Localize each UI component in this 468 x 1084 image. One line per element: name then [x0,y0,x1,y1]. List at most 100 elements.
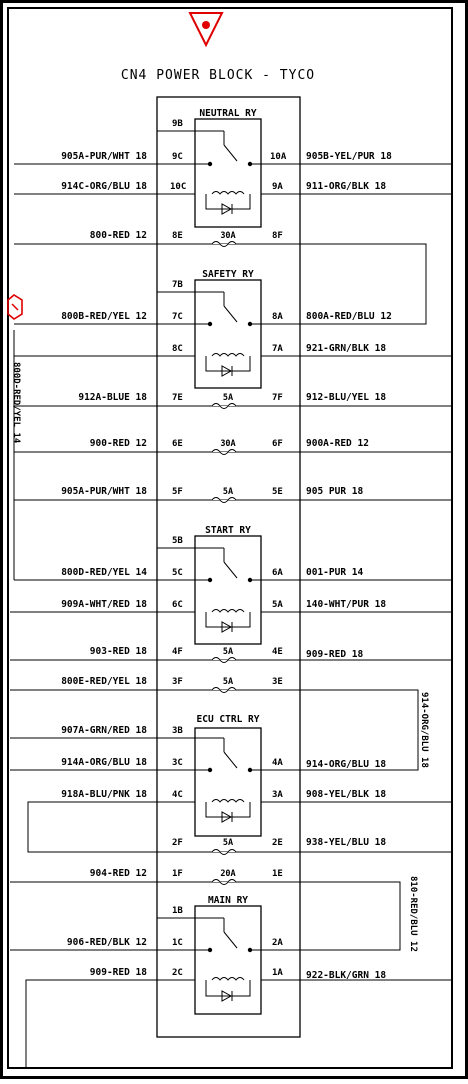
right-wiring [300,163,452,981]
pin-label: 9B [172,119,183,129]
wire-label: 800E-RED/YEL 18 [61,676,147,687]
pin-label: 6C [172,600,183,610]
left-wire-labels: 905A-PUR/WHT 18 914C-ORG/BLU 18 800-RED … [61,151,147,978]
wire-label: 905A-PUR/WHT 18 [61,151,147,162]
fuse-3: 5A 3F 3E [157,677,300,693]
pin-label: 8C [172,344,183,354]
fuse-4: 5A 4F 4E [157,647,300,663]
pin-label: 1F [172,869,183,879]
wire-label: 914C-ORG/BLU 18 [61,181,147,192]
wire-label: 800D-RED/YEL 14 [61,567,147,578]
pin-label: 1A [272,968,283,978]
safety-relay: SAFETY RY 7B 7C 8A 8C 7A [157,269,300,389]
pin-label: 4E [272,647,283,657]
power-block-outline [156,96,301,1038]
wire-label: 900A-RED 12 [306,438,369,449]
pin-label: 7B [172,280,183,290]
wire-label: 800-RED 12 [90,230,147,241]
pin-label: 10A [270,152,287,162]
wire-label: 909-RED 18 [90,967,147,978]
left-wiring [10,163,157,1068]
wire-label: 911-ORG/BLK 18 [306,181,386,192]
pin-label: 1C [172,938,183,948]
wire-label: 904-RED 12 [90,868,147,879]
pin-label: 5E [272,487,283,497]
wire-label: 905A-PUR/WHT 18 [61,486,147,497]
wire-label: 906-RED/BLK 12 [67,937,147,948]
wire-label: 800B-RED/YEL 12 [61,311,147,322]
neutral-relay: NEUTRAL RY 9B 9C 10C 10A 9A [157,108,300,228]
relay-label: MAIN RY [208,895,248,906]
vertical-wire-label: 914-ORG/BLU 18 [419,692,429,768]
wire-label: 001-PUR 14 [306,567,363,578]
wire-label: 909A-WHT/RED 18 [61,599,147,610]
wire-label: 905B-YEL/PUR 18 [306,151,392,162]
fuse-rating: 5A [223,838,233,848]
wire-label: 922-BLK/GRN 18 [306,970,386,981]
wire-label: 907A-GRN/RED 18 [61,725,147,736]
pin-label: 6F [272,439,283,449]
pin-label: 9A [272,182,283,192]
pin-label: 6A [272,568,283,578]
pin-label: 5B [172,536,183,546]
fuse-5: 5A 5F 5E [157,487,300,503]
start-relay: START RY 5B 5C 6A 6C 5A [157,525,300,645]
wire-label: 900-RED 12 [90,438,147,449]
fuse-rating: 5A [223,647,233,657]
pin-label: 2E [272,838,283,848]
pin-label: 9C [172,152,183,162]
fuse-6: 30A 6E 6F [157,439,300,455]
wire-label: 909-RED 18 [306,649,363,660]
pin-label: 3F [172,677,183,687]
wire-label: 938-YEL/BLU 18 [306,837,386,848]
pin-label: 3E [272,677,283,687]
pin-label: 2A [272,938,283,948]
wire-label: 918A-BLU/PNK 18 [61,789,147,800]
diagram-title: CN4 POWER BLOCK - TYCO [121,68,315,83]
relay-label: SAFETY RY [202,269,254,280]
fuse-rating: 5A [223,393,233,403]
fuse-2: 5A 2F 2E [157,838,300,855]
relay-label: NEUTRAL RY [199,108,256,119]
wire-label: 912A-BLUE 18 [78,392,147,403]
wire-label: 914A-ORG/BLU 18 [61,757,147,768]
pin-label: 4F [172,647,183,657]
relay-label: ECU CTRL RY [197,714,260,725]
pin-label: 7C [172,312,183,322]
wire-label: 903-RED 18 [90,646,147,657]
pin-label: 2F [172,838,183,848]
wire-label: 914-ORG/BLU 18 [306,759,386,770]
pin-label: 3C [172,758,183,768]
vertical-wire-label: 810-RED/BLU 12 [408,876,418,952]
pin-label: 3B [172,726,183,736]
fuse-rating: 5A [223,677,233,687]
pin-label: 7E [172,393,183,403]
wire-label: 921-GRN/BLK 18 [306,343,386,354]
pin-label: 6E [172,439,183,449]
wire-label: 908-YEL/BLK 18 [306,789,386,800]
pin-label: 8E [172,231,183,241]
fuse-7: 5A 7E 7F [157,393,300,409]
fuse-rating: 5A [223,487,233,497]
vertical-wire-label: 800D-RED/YEL 14 [11,362,21,444]
right-wire-labels: 905B-YEL/PUR 18 911-ORG/BLK 18 800A-RED/… [306,151,392,981]
fuse-rating: 30A [220,439,235,449]
pin-label: 10C [170,182,186,192]
pin-label: 5C [172,568,183,578]
pin-label: 2C [172,968,183,978]
pin-label: 8F [272,231,283,241]
pin-label: 8A [272,312,283,322]
fuse-rating: 20A [220,869,235,879]
fuse-8: 30A 8E 8F [157,231,300,247]
hexagon-marker-icon [7,294,23,320]
pin-label: 4A [272,758,283,768]
pin-label: 7A [272,344,283,354]
ecu-ctrl-relay: ECU CTRL RY 3B 3C 4A 4C 3A [157,714,300,837]
fuse-rating: 30A [220,231,235,241]
main-relay: MAIN RY 1B 1C 2A 2C 1A [157,895,300,1015]
inner-border [7,7,453,1069]
warning-triangle-icon [188,12,224,48]
pin-label: 1B [172,906,183,916]
pin-label: 7F [272,393,283,403]
